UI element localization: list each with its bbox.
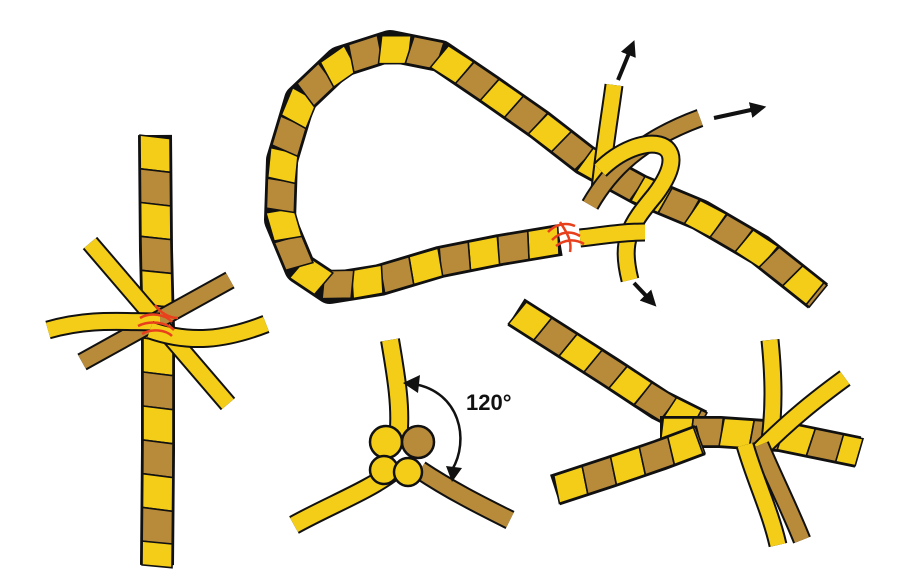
cross-splice-figure [45,134,270,569]
rope-strand-segment [377,34,413,65]
short-splice-rope-bottom [550,425,706,506]
rope-strand-segment [264,207,303,243]
rope-strand-segment [141,472,174,513]
arrow-down-icon [632,281,657,307]
rope-strand-segment [141,438,174,479]
tucked-strands [579,83,704,283]
rope-strand-segment [467,235,501,272]
strand-cross-section-figure: 120° [289,338,515,534]
strand-end-top-left [368,424,404,460]
strand-end-bottom-right [392,456,424,488]
strand-end-top-right [400,424,436,460]
rope-strand-segment [139,201,172,241]
rope-outline [264,30,828,309]
rope-strand-segment [273,233,314,272]
arc-arrowhead-bottom-icon [446,466,462,482]
angle-arc [413,382,462,471]
short-splice-figure [507,298,865,548]
rope-strand-segment [139,167,172,207]
rope-strand-segment [142,405,174,445]
rope-strand-segment [657,187,701,226]
rope-strand-segment [142,371,174,411]
arrow-right-icon [713,102,767,120]
rope-strand-segment [834,433,865,467]
rope-strand-segment [666,425,704,466]
eye-loop-rope [264,30,829,309]
rope-strand-segment [141,506,174,546]
rope-strand-segment [438,241,472,277]
rope-strand-segment [378,255,415,295]
rope-strand-segment [139,134,172,174]
rope-strand-segment [347,34,384,74]
rope-strand-segment [270,114,308,158]
rope-strand-segment [692,425,706,455]
rope-strand-segment [265,177,297,214]
tuck-direction-arrows [616,40,767,307]
rope-strand-segment [404,35,446,71]
strand-ends [368,424,436,488]
rope-strand-segment [140,235,173,275]
rope-strand-segment [319,44,359,89]
rope-strand-segment [805,281,829,309]
arc-arrowhead-top-icon [403,375,420,393]
rope-strand-segment [350,264,384,300]
eye-splice-figure [264,30,829,309]
rope-strand-segment [266,146,300,185]
whipping-twine [137,304,179,337]
rope-strand-segment [718,417,756,449]
vertical-rope [138,134,175,569]
rope-strand-segment [141,540,174,569]
rope-strand-segment [526,225,560,261]
eye-whipping-twine [547,221,585,253]
arrow-up-icon [616,40,636,81]
rope-strand-segment [496,230,530,266]
angle-label: 120° [466,390,512,415]
